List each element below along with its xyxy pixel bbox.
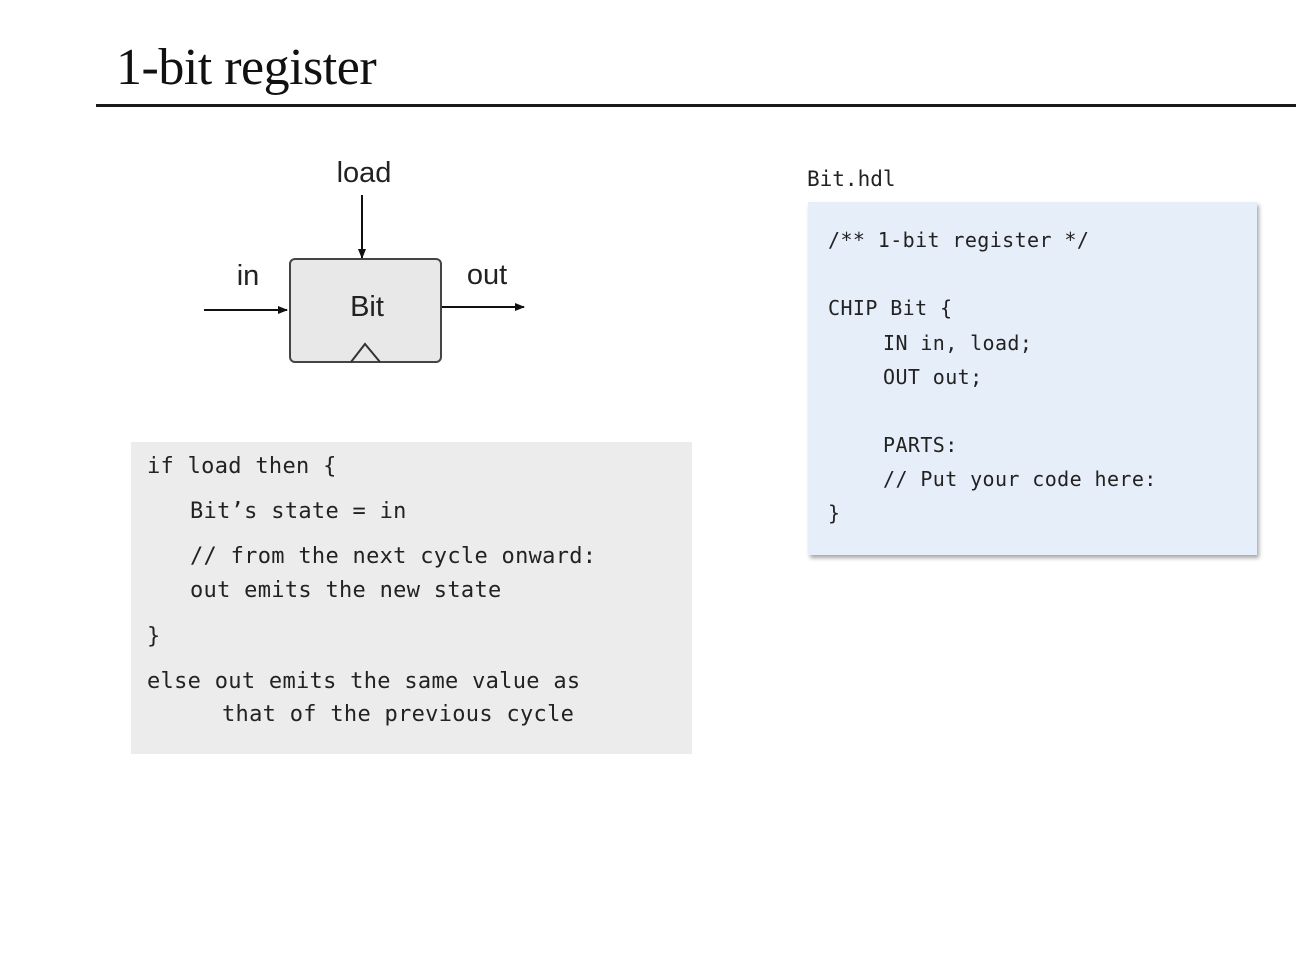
pseudocode-line: Bit’s state = in [190,499,407,524]
hdl-code-line: IN in, load; [883,331,1033,355]
title-divider [96,104,1296,107]
bit-chip-box [289,258,442,363]
hdl-filename: Bit.hdl [807,167,896,191]
input-label: in [237,260,260,292]
pseudocode-line: out emits the new state [190,578,502,603]
pseudocode-line: // from the next cycle onward: [190,544,597,569]
pseudocode-line: that of the previous cycle [222,702,575,727]
hdl-code-line: OUT out; [883,365,983,389]
pseudocode-line: if load then { [147,454,337,479]
slide-title: 1-bit register [116,39,377,96]
output-label: out [467,259,507,291]
pseudocode-line: } [147,624,161,649]
chip-label: Bit [350,291,384,323]
hdl-code-line: PARTS: [883,433,958,457]
bit-chip-diagram: load in Bit out [196,150,536,380]
hdl-code-line: CHIP Bit { [828,296,953,320]
hdl-code-line: // Put your code here: [883,467,1157,491]
load-label: load [337,157,392,189]
hdl-code-line: } [828,501,841,525]
clock-triangle-icon [350,342,381,363]
hdl-code-line: /** 1-bit register */ [828,228,1090,252]
hdl-code-box: /** 1-bit register */ CHIP Bit { IN in, … [808,202,1257,555]
pseudocode-box: if load then { Bit’s state = in // from … [131,442,692,754]
pseudocode-line: else out emits the same value as [147,669,581,694]
